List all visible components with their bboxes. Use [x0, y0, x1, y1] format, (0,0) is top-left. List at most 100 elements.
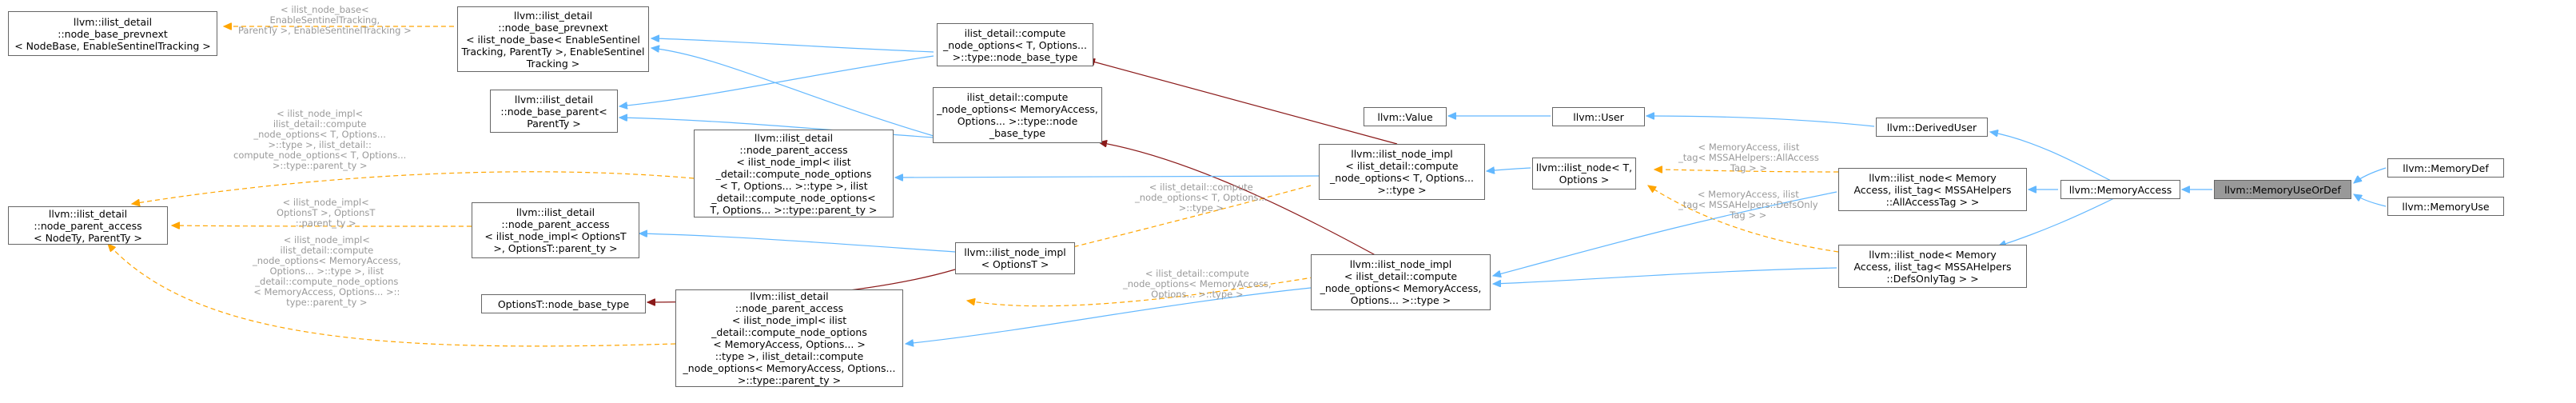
node-ilist-node-impl-t-line: llvm::ilist_node_impl — [1351, 148, 1453, 160]
node-node-base-parent-line: ::node_base_parent< — [500, 105, 607, 118]
edge-label-prevnext-line: ParentTy >, EnableSentinelTracking > — [238, 25, 412, 36]
edge-label-defsonlytag-line: _tag< MSSAHelpers::DefsOnly — [1678, 199, 1818, 210]
node-ilist-node-impl-memoryaccess[interactable]: llvm::ilist_node_impl< ilist_detail::com… — [1311, 254, 1491, 310]
edge-label-prevnext: < ilist_node_base<EnableSentinelTracking… — [238, 5, 412, 36]
node-ilist-node-impl-memoryaccess-line: Options... >::type > — [1350, 294, 1451, 306]
node-node-base-prevnext-specialized-line: Tracking > — [526, 57, 580, 70]
node-compute-options-t-node-base-type-line: ilist_detail::compute — [964, 26, 1066, 39]
edge-mdef-inherits-muod — [2354, 167, 2387, 183]
node-llvm-memoryaccess-line: llvm::MemoryAccess — [2068, 183, 2172, 196]
edge-label-defsonlytag-line: < MemoryAccess, ilist — [1697, 189, 1799, 200]
edge-label-parent-access-optionst-line: OptionsT >, OptionsT — [277, 207, 376, 218]
node-node-parent-access-optionst[interactable]: llvm::ilist_detail::node_parent_access< … — [472, 202, 639, 258]
node-node-parent-access-optionst-line: ::node_parent_access — [501, 218, 610, 230]
node-llvm-memoryaccess[interactable]: llvm::MemoryAccess — [2060, 180, 2180, 199]
node-node-base-prevnext-specialized[interactable]: llvm::ilist_detail::node_base_prevnext< … — [457, 6, 649, 72]
node-llvm-value[interactable]: llvm::Value — [1364, 107, 1447, 126]
node-ilist-node-t-options-line: llvm::ilist_node< T, — [1535, 162, 1633, 174]
edge-label-parent-access-ini-ma-line: type::parent_ty > — [286, 297, 368, 308]
edge-ini-ma-inherits-npa3 — [906, 287, 1312, 344]
node-ilist-node-allaccesstag-line: ::AllAccessTag > > — [1885, 195, 1980, 208]
node-ilist-node-defsonlytag-line: llvm::ilist_node< Memory — [1869, 248, 1997, 261]
edge-in-all-inherits-ini-ma — [1493, 191, 1837, 276]
edge-label-prevnext-line: EnableSentinelTracking, — [269, 14, 380, 26]
edge-label-ini-t-line: < ilist_detail::compute — [1149, 182, 1253, 193]
node-llvm-memoryuseordef[interactable]: llvm::MemoryUseOrDef — [2214, 180, 2351, 199]
node-ilist-node-base-prevnext-line: llvm::ilist_detail — [73, 15, 153, 28]
edge-ma-inherits-in-defs — [1998, 198, 2115, 246]
node-compute-options-t-node-base-type[interactable]: ilist_detail::compute_node_options< T, O… — [937, 23, 1093, 66]
node-ilist-node-parent-access-line: llvm::ilist_detail — [48, 207, 128, 220]
node-node-parent-access-ini-t-line: T, Options... >::type::parent_ty > — [710, 203, 878, 216]
node-optionst-node-base-type[interactable]: OptionsT::node_base_type — [481, 294, 646, 313]
edge-nbt1-inherits-ibp — [651, 38, 934, 53]
node-llvm-memorydef[interactable]: llvm::MemoryDef — [2387, 158, 2504, 178]
edge-label-parent-access-ini-ma-line: < ilist_node_impl< — [283, 234, 370, 245]
node-node-parent-access-ini-t-line: < T, Options... >::type >, ilist — [719, 179, 868, 192]
node-ilist-node-base-prevnext[interactable]: llvm::ilist_detail::node_base_prevnext< … — [8, 11, 217, 56]
node-ilist-node-allaccesstag-line: Access, ilist_tag< MSSAHelpers — [1853, 183, 2012, 196]
node-node-parent-access-optionst-line: < ilist_node_impl< OptionsT — [484, 230, 627, 242]
edge-label-parent-access-ini-t-line: _node_options< T, Options... — [253, 129, 386, 140]
node-node-parent-access-ini-ma-line: < ilist_node_impl< ilist — [731, 314, 847, 326]
edge-in-t-inherits-ini-t — [1487, 168, 1531, 171]
node-llvm-memorydef-line: llvm::MemoryDef — [2403, 162, 2489, 174]
edge-label-parent-access-ini-ma-line: ilist_detail::compute — [280, 245, 374, 256]
node-ilist-node-defsonlytag-line: ::DefsOnlyTag > > — [1886, 272, 1979, 285]
node-node-base-prevnext-specialized-line: < ilist_node_base< EnableSentinel — [466, 33, 640, 46]
node-llvm-user-line: llvm::User — [1573, 110, 1624, 123]
node-llvm-user[interactable]: llvm::User — [1552, 107, 1645, 126]
node-node-parent-access-ini-t-line: _detail::compute_node_options< — [711, 191, 876, 204]
node-ilist-node-parent-access[interactable]: llvm::ilist_detail::node_parent_access< … — [8, 206, 168, 245]
node-ilist-node-defsonlytag-line: Access, ilist_tag< MSSAHelpers — [1853, 260, 2012, 273]
node-node-parent-access-ini-ma[interactable]: llvm::ilist_detail::node_parent_access< … — [675, 289, 903, 387]
node-node-parent-access-ini-ma-line: _node_options< MemoryAccess, Options... — [683, 362, 896, 374]
edge-ipa-to-npa2 — [172, 225, 472, 226]
node-optionst-node-base-type-line: OptionsT::node_base_type — [497, 297, 630, 310]
node-ilist-node-impl-optionst[interactable]: llvm::ilist_node_impl< OptionsT > — [955, 242, 1075, 274]
edge-label-ini-t: < ilist_detail::compute_node_options< T,… — [1135, 182, 1268, 213]
node-ilist-node-impl-t-line: < ilist_detail::compute — [1345, 160, 1459, 172]
node-llvm-value-line: llvm::Value — [1377, 110, 1433, 123]
node-llvm-memoryuse[interactable]: llvm::MemoryUse — [2387, 197, 2504, 216]
node-node-parent-access-ini-t-line: _detail::compute_node_options — [715, 167, 872, 180]
node-compute-options-t-node-base-type-line: _node_options< T, Options... — [943, 38, 1087, 51]
edge-label-ini-ma-line: _node_options< MemoryAccess, — [1123, 278, 1272, 289]
edge-label-ini-t-line: _node_options< T, Options... — [1135, 192, 1268, 203]
node-ilist-node-t-options-line: Options > — [1559, 174, 1610, 186]
node-ilist-node-base-prevnext-line: ::node_base_prevnext — [58, 27, 168, 40]
edge-label-ini-ma: < ilist_detail::compute_node_options< Me… — [1123, 269, 1272, 300]
edge-ipa-to-npa1 — [132, 171, 695, 204]
edge-nbt2-inherits-ibp — [651, 48, 934, 137]
node-node-parent-access-ini-ma-line: ::node_parent_access — [735, 302, 844, 314]
node-ilist-node-impl-t-line: _node_options< T, Options... — [1330, 172, 1474, 184]
edge-label-parent-access-ini-ma: < ilist_node_impl<ilist_detail::compute_… — [253, 235, 401, 308]
node-ilist-node-t-options[interactable]: llvm::ilist_node< T,Options > — [1532, 158, 1636, 190]
node-llvm-deriveduser[interactable]: llvm::DerivedUser — [1876, 118, 1988, 137]
node-node-parent-access-optionst-line: >, OptionsT::parent_ty > — [493, 242, 618, 254]
node-node-parent-access-ini-t[interactable]: llvm::ilist_detail::node_parent_access< … — [694, 130, 894, 217]
node-llvm-deriveduser-line: llvm::DerivedUser — [1886, 121, 1977, 134]
node-compute-options-ma-node-base-type-line: Options... >::type::node — [957, 115, 1078, 127]
node-node-parent-access-ini-ma-line: ::type >, ilist_detail::compute — [715, 350, 864, 362]
node-node-parent-access-ini-ma-line: _detail::compute_node_options — [711, 326, 867, 338]
edge-label-defsonlytag-line: Tag > > — [1730, 209, 1767, 221]
node-ilist-node-impl-memoryaccess-line: _node_options< MemoryAccess, — [1320, 282, 1482, 294]
node-ilist-node-impl-t[interactable]: llvm::ilist_node_impl< ilist_detail::com… — [1319, 144, 1485, 200]
node-node-parent-access-ini-t-line: llvm::ilist_detail — [754, 131, 834, 144]
edge-du-inherits-user — [1646, 116, 1875, 127]
node-ilist-node-allaccesstag-line: llvm::ilist_node< Memory — [1869, 171, 1997, 184]
node-node-parent-access-ini-ma-line: llvm::ilist_detail — [750, 290, 829, 302]
edge-label-parent-access-ini-ma-line: _detail::compute_node_options — [255, 276, 399, 287]
edge-label-parent-access-ini-t-line: < ilist_node_impl< — [277, 108, 364, 119]
edge-ini-ma-uses-nbt2 — [1099, 142, 1399, 269]
node-node-base-parent[interactable]: llvm::ilist_detail::node_base_parent<Par… — [490, 90, 618, 133]
edge-label-ini-ma-line: Options... >::type > — [1151, 289, 1244, 300]
edge-label-ini-ma-line: < ilist_detail::compute — [1145, 268, 1249, 279]
edge-label-prevnext-line: < ilist_node_base< — [281, 4, 369, 15]
edge-muse-inherits-muod — [2354, 194, 2387, 207]
node-compute-options-ma-node-base-type[interactable]: ilist_detail::compute_node_options< Memo… — [933, 87, 1102, 143]
edge-ini-opt-inherits-npa2 — [639, 233, 956, 253]
